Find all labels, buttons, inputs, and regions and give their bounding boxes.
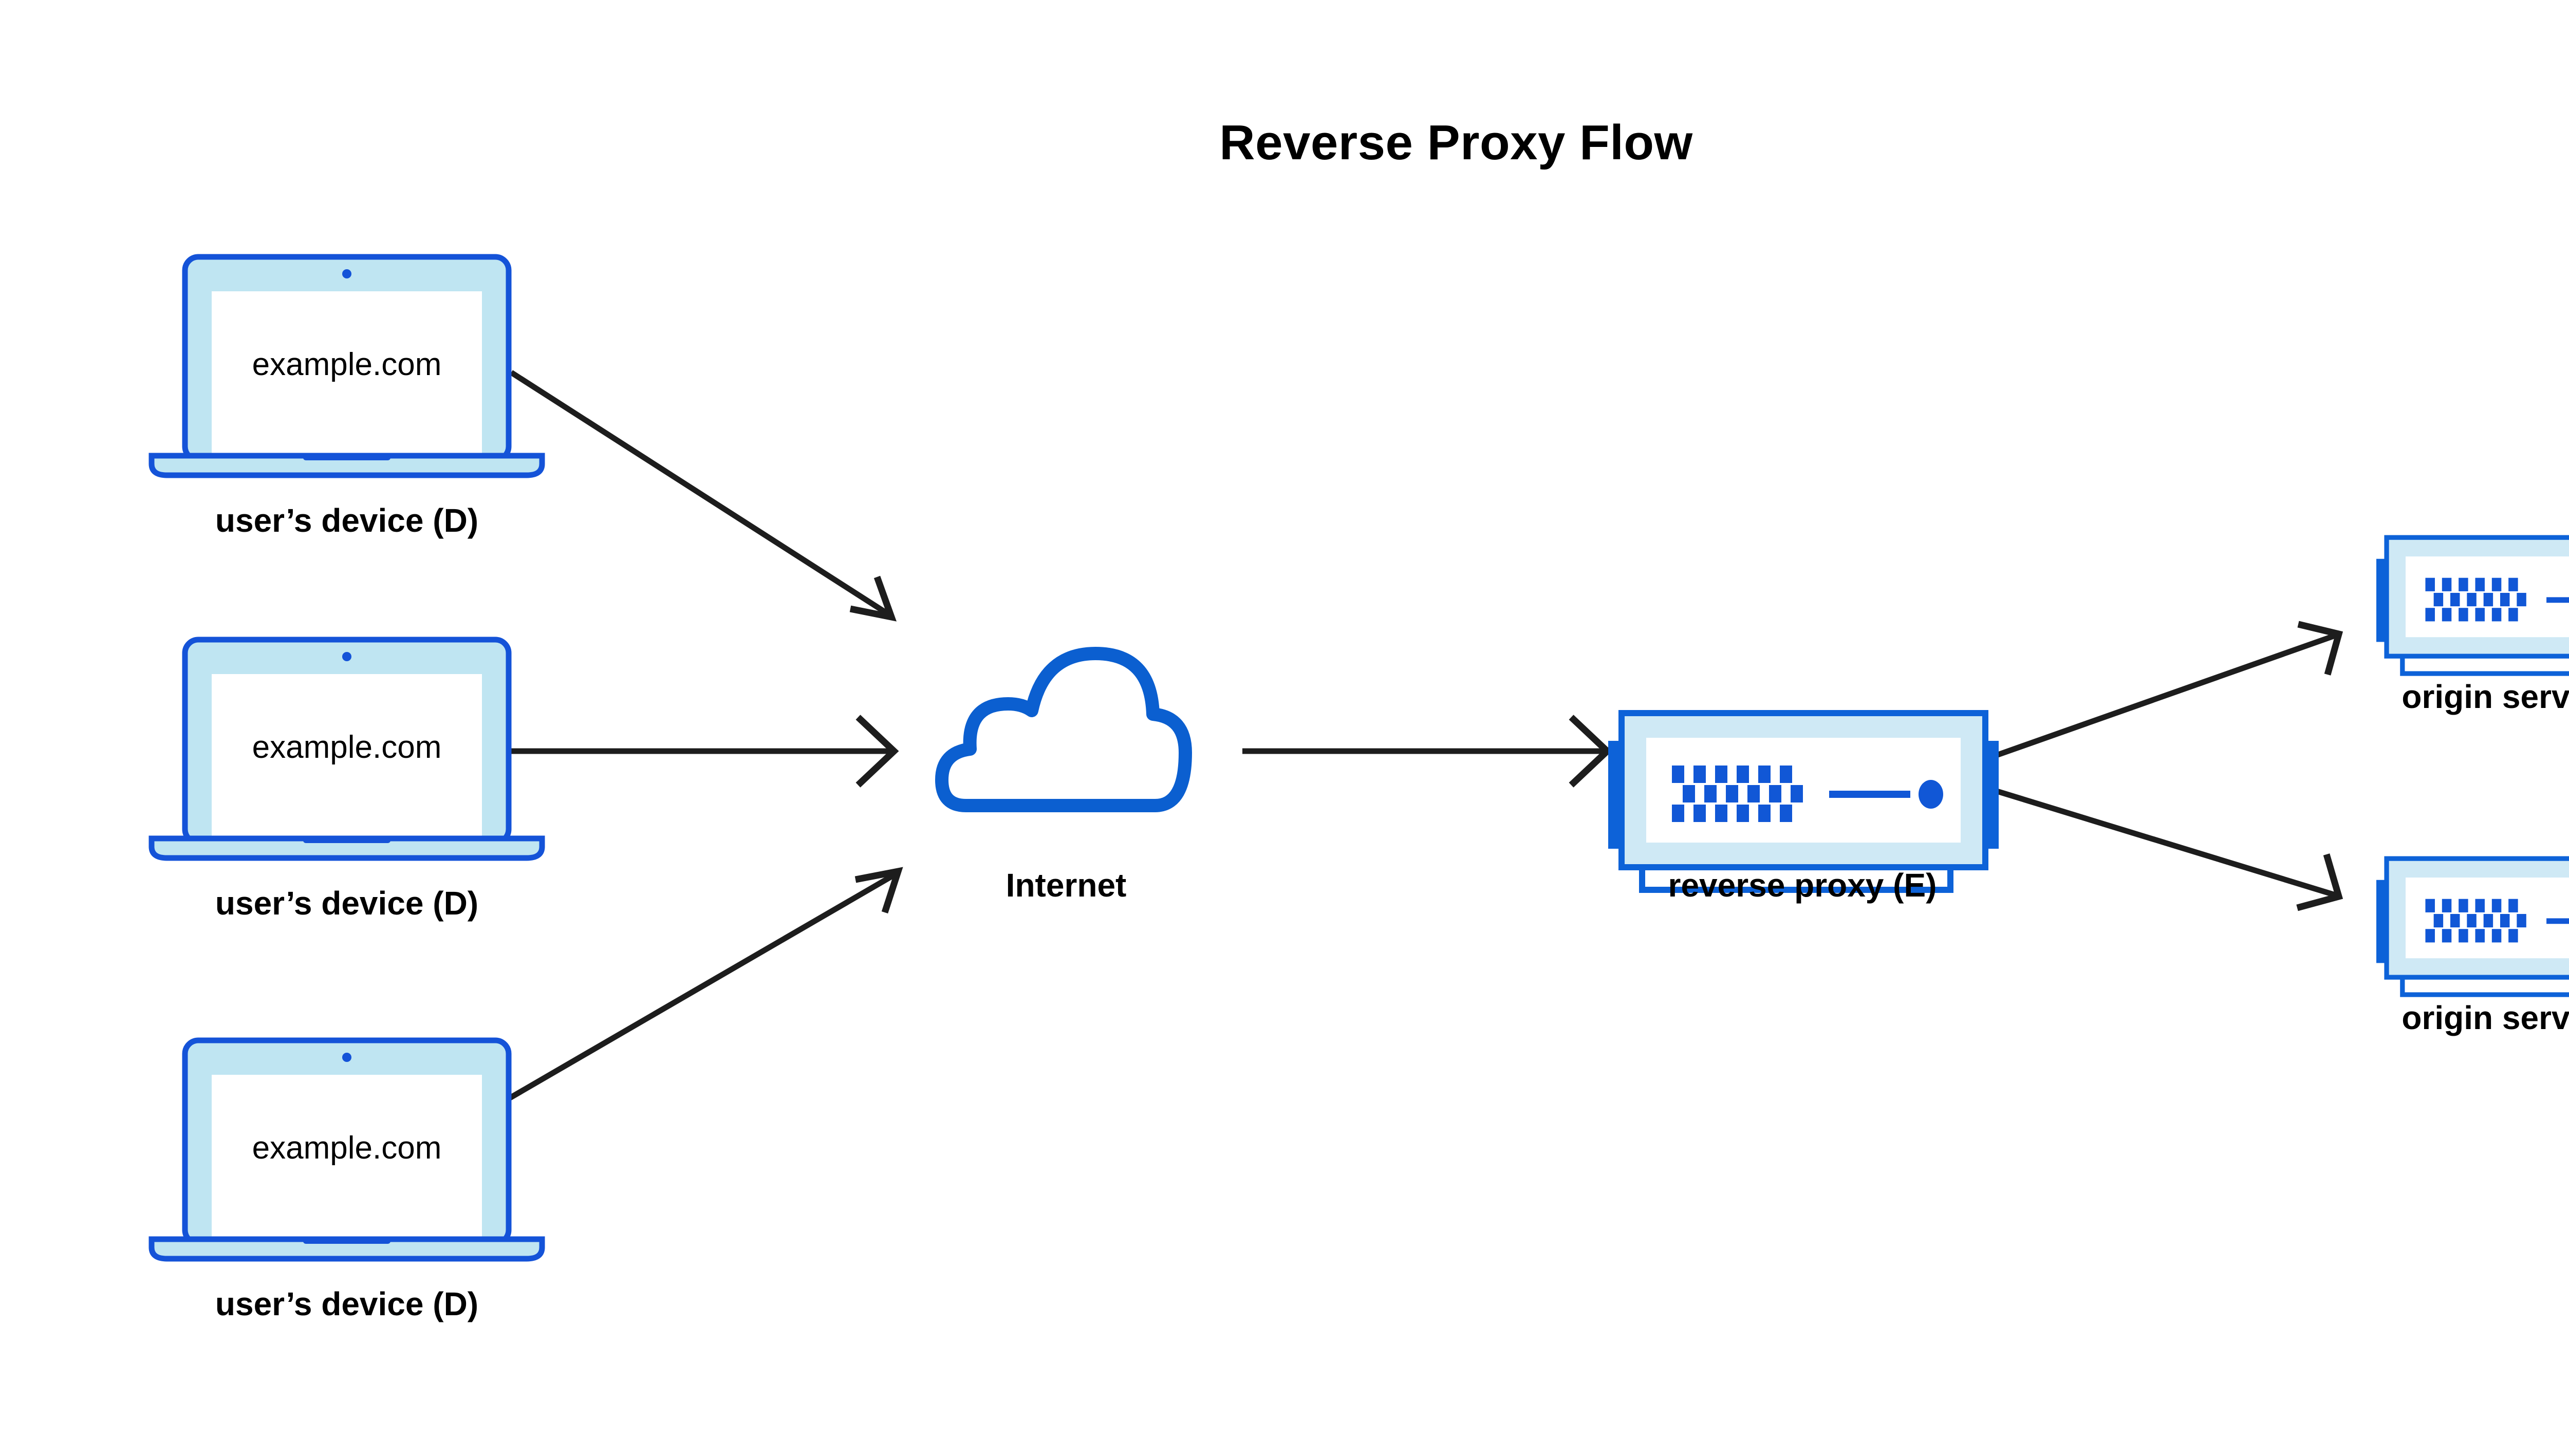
client-middle-label: user’s device (D) bbox=[215, 885, 478, 922]
origin-top-label: origin server (F) bbox=[2402, 678, 2569, 715]
node-client-middle[interactable]: example.com user’s device (D) bbox=[152, 640, 542, 922]
node-reverse-proxy[interactable]: reverse proxy (E) bbox=[1608, 713, 1999, 904]
client-top-screen-text: example.com bbox=[252, 347, 442, 382]
edge-group bbox=[497, 370, 2343, 1107]
client-bottom-label: user’s device (D) bbox=[215, 1285, 478, 1322]
edge-internet-to-proxy bbox=[1242, 715, 1612, 788]
client-top-label: user’s device (D) bbox=[215, 502, 478, 539]
node-origin-bottom[interactable]: origin server (F) bbox=[2376, 858, 2569, 1036]
server-icon bbox=[1608, 713, 1999, 890]
server-icon bbox=[2376, 858, 2569, 995]
client-middle-screen-text: example.com bbox=[252, 730, 442, 765]
origin-bottom-label: origin server (F) bbox=[2402, 999, 2569, 1036]
edge-proxy-to-origin-top bbox=[1993, 621, 2343, 759]
edge-client-middle-to-internet bbox=[501, 715, 899, 788]
edge-client-top-to-internet bbox=[510, 370, 897, 622]
server-icon bbox=[2376, 537, 2569, 674]
internet-label: Internet bbox=[1006, 867, 1127, 904]
node-client-bottom[interactable]: example.com user’s device (D) bbox=[152, 1040, 542, 1322]
client-bottom-screen-text: example.com bbox=[252, 1130, 442, 1166]
node-internet[interactable]: Internet bbox=[942, 654, 1185, 904]
node-origin-top[interactable]: origin server (F) bbox=[2376, 537, 2569, 715]
cloud-icon bbox=[942, 654, 1185, 806]
node-client-top[interactable]: example.com user’s device (D) bbox=[152, 257, 542, 539]
edge-client-bottom-to-internet bbox=[497, 867, 903, 1107]
reverse-proxy-label: reverse proxy (E) bbox=[1668, 867, 1937, 904]
edge-proxy-to-origin-bottom bbox=[1993, 787, 2343, 911]
page-title: Reverse Proxy Flow bbox=[1219, 115, 1692, 170]
